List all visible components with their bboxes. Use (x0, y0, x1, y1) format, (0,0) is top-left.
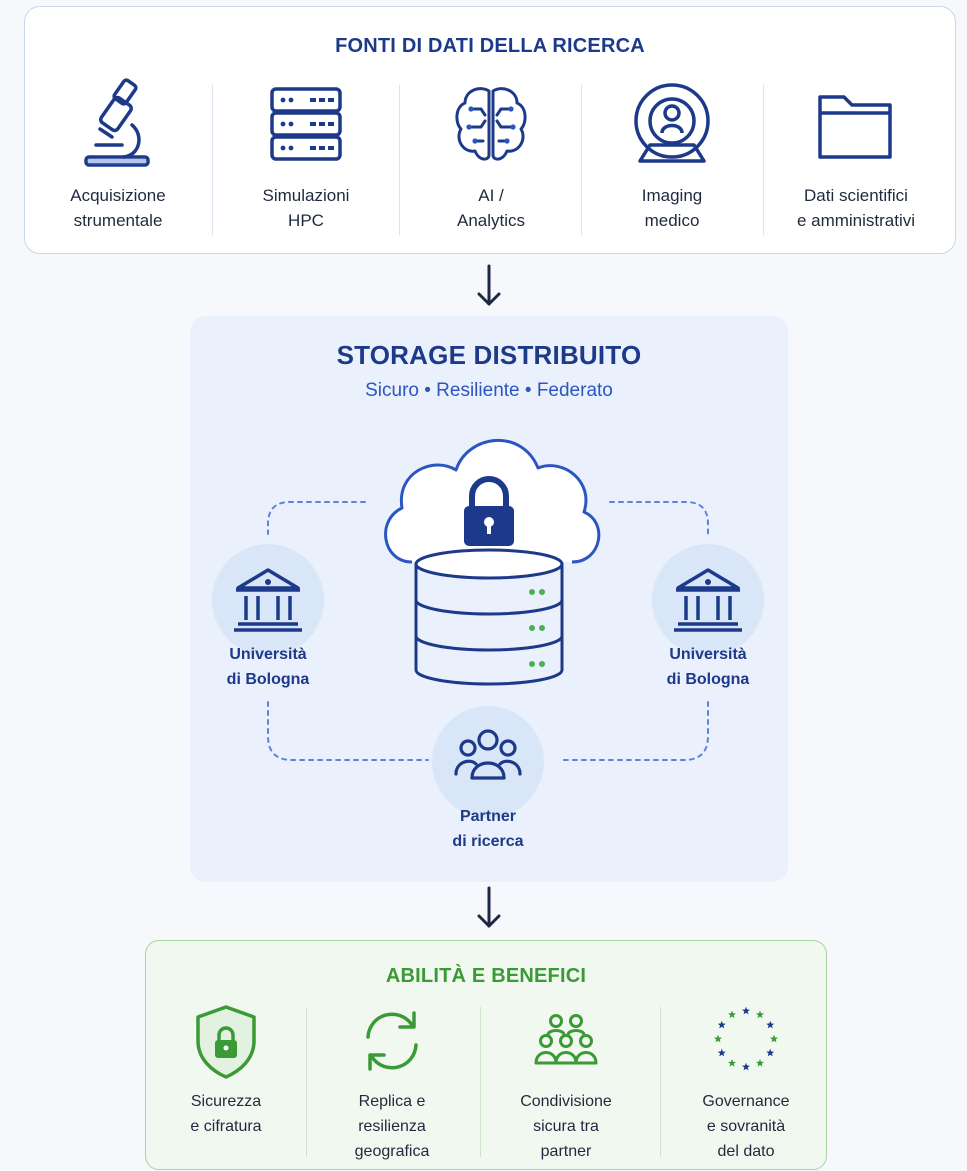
star-icon (728, 1010, 736, 1019)
arrow-down-icon (477, 886, 501, 928)
arrow-down-icon (477, 264, 501, 306)
divider (212, 85, 213, 235)
storage-panel: STORAGE DISTRIBUITO Sicuro • Resiliente … (190, 316, 788, 882)
sources-panel: FONTI DI DATI DELLA RICERCA Acquisizione… (24, 6, 956, 254)
eu-stars-icon (714, 1006, 778, 1071)
star-icon (770, 1034, 778, 1043)
source-label: AI / Analytics (456, 186, 526, 230)
divider (306, 1007, 307, 1157)
shield-lock-icon (196, 1005, 256, 1079)
source-label: Simulazioni HPC (262, 186, 350, 230)
divider (399, 85, 400, 235)
source-item-ai: AI / Analytics (398, 77, 584, 247)
benefit-item-replica: Replica e resilienza geografica (312, 1001, 472, 1171)
star-icon (756, 1010, 764, 1019)
star-icon (742, 1062, 750, 1071)
cloud-database-icon (384, 439, 601, 686)
sync-icon (366, 1011, 418, 1071)
star-icon (742, 1006, 750, 1015)
institution-icon (234, 568, 302, 632)
star-icon (717, 1048, 726, 1057)
lock-icon (464, 476, 514, 546)
source-label: Imaging medico (641, 186, 703, 230)
source-label: Dati scientifici e amministrativi (796, 186, 916, 230)
source-item-acquisition: Acquisizione strumentale (25, 77, 211, 247)
benefits-title: ABILITÀ E BENEFICI (385, 965, 587, 987)
benefit-item-governance: Governance e sovranità del dato (666, 1001, 826, 1171)
benefits-panel: ABILITÀ E BENEFICI Sicurezza e cifratura… (145, 940, 827, 1170)
federation-connectors (267, 501, 709, 761)
divider (480, 1007, 481, 1157)
source-label: Acquisizione strumentale (70, 186, 166, 230)
group-icon (534, 1014, 598, 1065)
microscope-icon (84, 78, 150, 167)
node-label-bottom: Partner di ricerca (452, 808, 524, 850)
storage-title: STORAGE DISTRIBUITO (336, 340, 642, 370)
benefit-label: Condivisione sicura tra partner (520, 1093, 612, 1160)
people-icon (454, 729, 522, 780)
source-item-data: Dati scientifici e amministrativi (763, 77, 949, 247)
star-icon (756, 1059, 764, 1067)
benefit-label: Replica e resilienza geografica (354, 1093, 430, 1160)
sources-title: FONTI DI DATI DELLA RICERCA (335, 35, 645, 57)
divider (581, 85, 582, 235)
source-item-imaging: Imaging medico (579, 77, 765, 247)
storage-subtitle: Sicuro • Resiliente • Federato (365, 380, 613, 401)
star-icon (714, 1034, 722, 1043)
star-icon (766, 1048, 775, 1057)
institution-icon (674, 568, 742, 632)
node-label-left: Università di Bologna (226, 646, 310, 688)
node-university-left (212, 544, 324, 656)
star-icon (717, 1020, 726, 1029)
node-university-right (652, 544, 764, 656)
benefit-label: Sicurezza e cifratura (190, 1093, 262, 1135)
node-partners (432, 706, 544, 818)
star-icon (728, 1059, 736, 1067)
star-icon (766, 1020, 775, 1029)
server-rack-icon (270, 87, 342, 161)
benefit-item-security: Sicurezza e cifratura (146, 1001, 306, 1171)
folder-icon (818, 95, 892, 159)
benefit-label: Governance e sovranità del dato (702, 1093, 790, 1160)
mri-scanner-icon (634, 83, 710, 163)
brain-circuit-icon (455, 87, 527, 161)
divider (763, 85, 764, 235)
source-item-hpc: Simulazioni HPC (213, 77, 399, 247)
node-label-right: Università di Bologna (666, 646, 750, 688)
divider (660, 1007, 661, 1157)
benefit-item-sharing: Condivisione sicura tra partner (486, 1001, 646, 1171)
